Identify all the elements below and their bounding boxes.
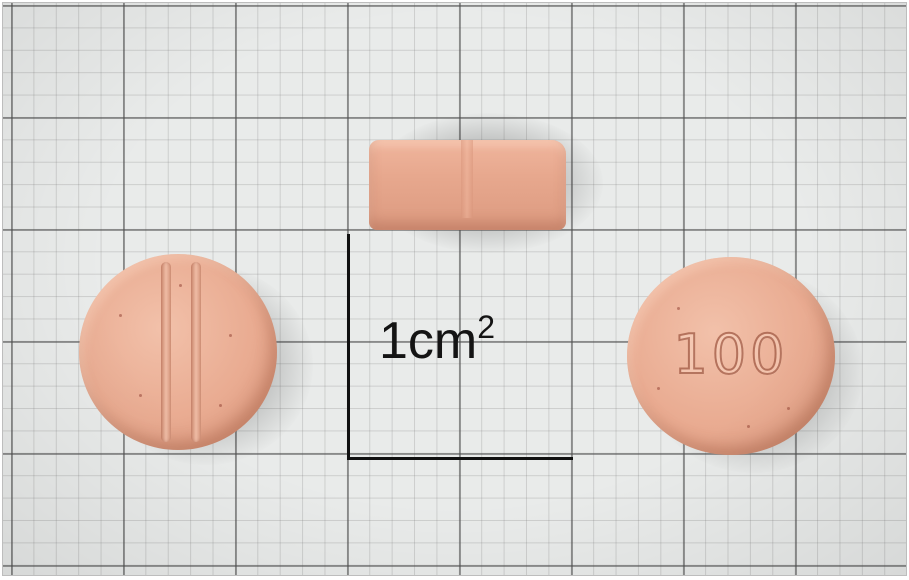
- scale-label-superscript: 2: [477, 309, 496, 345]
- speckle: [657, 387, 660, 390]
- scale-bar-horizontal: [347, 457, 573, 460]
- side-score-notch: [461, 140, 473, 218]
- scale-label: 1cm2: [379, 311, 495, 367]
- score-line: [191, 262, 201, 442]
- speckle: [229, 334, 232, 337]
- scale-label-text: 1cm: [379, 312, 478, 370]
- speckle: [179, 284, 182, 287]
- speckle: [219, 404, 222, 407]
- speckle: [787, 407, 790, 410]
- tablet-imprint: 100: [672, 322, 789, 387]
- tablet-imprinted-face: 100: [627, 257, 835, 455]
- speckle: [747, 425, 750, 428]
- tablet-scored-face: [79, 254, 277, 450]
- tablet-side-view: [369, 140, 566, 230]
- speckle: [139, 394, 142, 397]
- score-line: [161, 262, 171, 442]
- speckle: [119, 314, 122, 317]
- scale-bar-vertical: [347, 234, 350, 460]
- speckle: [677, 307, 680, 310]
